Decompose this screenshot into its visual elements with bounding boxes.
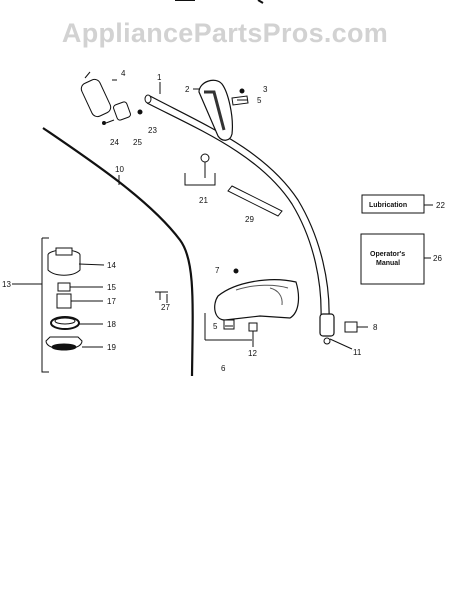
line-spool-part xyxy=(50,316,80,330)
shaft-tube-part xyxy=(144,94,330,319)
clip-part xyxy=(155,291,168,300)
callout-labels: 4 1 2 3 5 23 24 25 10 21 29 22 26 13 14 … xyxy=(2,69,445,373)
callout-7: 7 xyxy=(215,266,220,275)
shaft-liner-part xyxy=(227,185,283,217)
group-bracket xyxy=(41,238,49,373)
spool-cap-part xyxy=(47,247,81,276)
grip-sleeve-part xyxy=(80,71,112,118)
bracket-part xyxy=(231,88,249,106)
clamp-part xyxy=(344,321,358,333)
callout-18: 18 xyxy=(107,320,116,329)
callout-11: 11 xyxy=(353,348,362,357)
flex-cable-part xyxy=(42,127,194,377)
callout-27: 27 xyxy=(161,303,170,312)
callout-5-lower: 5 xyxy=(213,322,218,331)
callout-26: 26 xyxy=(433,254,442,263)
callout-15: 15 xyxy=(107,283,116,292)
callout-10: 10 xyxy=(115,165,124,174)
callout-23: 23 xyxy=(148,126,157,135)
operators-manual-box xyxy=(360,233,425,285)
callout-6: 6 xyxy=(221,364,226,373)
housing-part xyxy=(45,336,83,351)
callout-24: 24 xyxy=(110,138,119,147)
handle-part xyxy=(198,79,233,141)
callout-25: 25 xyxy=(133,138,142,147)
lubrication-box xyxy=(361,194,425,214)
callout-2: 2 xyxy=(185,85,190,94)
guard-shield-part xyxy=(204,279,300,341)
callout-14: 14 xyxy=(107,261,116,270)
callout-17: 17 xyxy=(107,297,116,306)
callout-5: 5 xyxy=(257,96,262,105)
leader-line xyxy=(329,338,353,350)
gear-head-part xyxy=(319,313,335,345)
callout-22: 22 xyxy=(436,201,445,210)
callout-13: 13 xyxy=(2,280,11,289)
lubrication-label: Lubrication xyxy=(369,202,407,209)
leader-line xyxy=(78,263,105,266)
manual-label-line1: Operator's xyxy=(370,251,405,258)
crop-mark xyxy=(257,0,264,4)
callout-19: 19 xyxy=(107,343,116,352)
callout-12: 12 xyxy=(248,349,257,358)
watermark: AppliancePartsPros.com xyxy=(61,18,389,48)
shield-screws-part xyxy=(223,268,258,332)
callout-1: 1 xyxy=(157,73,162,82)
callout-8: 8 xyxy=(373,323,378,332)
spool-core-part xyxy=(56,282,72,309)
callout-4: 4 xyxy=(121,69,126,78)
callout-3: 3 xyxy=(263,85,268,94)
callout-29: 29 xyxy=(245,215,254,224)
callout-21: 21 xyxy=(199,196,208,205)
handle-bolt-part xyxy=(184,153,216,186)
manual-label-line2: Manual xyxy=(376,260,400,267)
coupler-part xyxy=(102,101,143,125)
